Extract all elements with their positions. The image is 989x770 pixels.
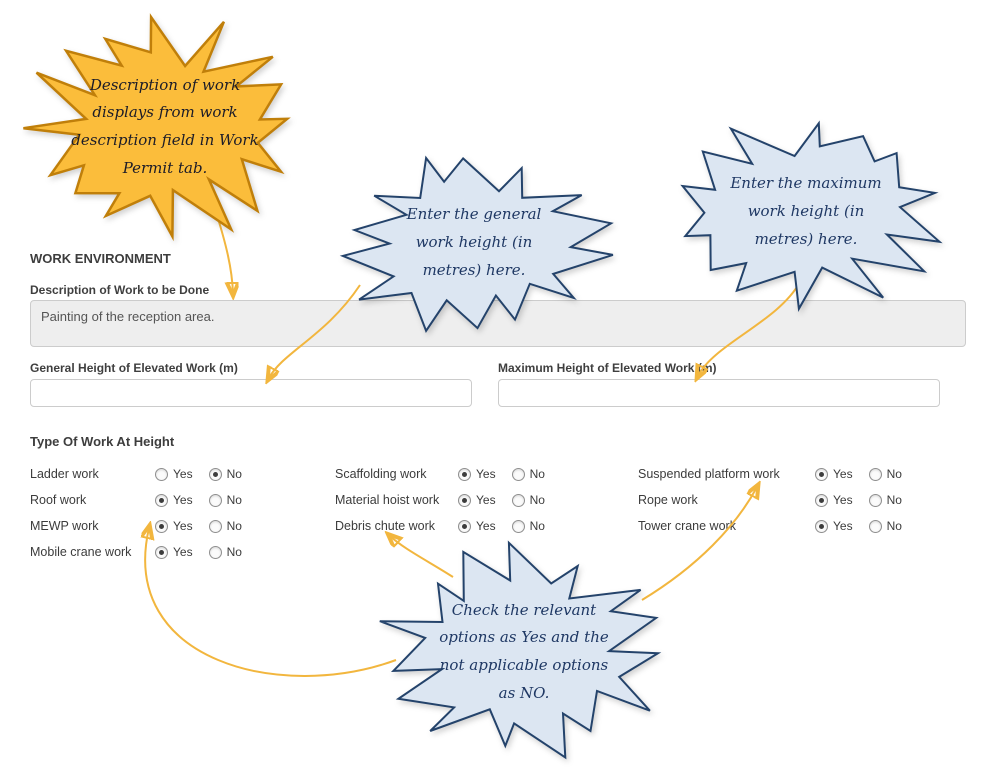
work-type-label: Roof work	[30, 493, 87, 507]
radio-no-label: No	[226, 467, 242, 481]
maximum-height-input[interactable]	[498, 379, 940, 407]
radio-no-label: No	[886, 493, 902, 507]
radio-yes[interactable]	[155, 519, 168, 533]
radio-yes-label: Yes	[173, 545, 193, 559]
work-type-label: Debris chute work	[335, 519, 436, 533]
work-type-row: Roof work Yes No	[30, 487, 242, 513]
work-type-label: Scaffolding work	[335, 467, 427, 481]
radio-yes[interactable]	[155, 493, 168, 507]
radio-no[interactable]	[511, 519, 525, 533]
work-type-row: Mobile crane work Yes No	[30, 539, 242, 565]
maximum-height-label: Maximum Height of Elevated Work (m)	[498, 361, 717, 375]
description-of-work-input: Painting of the reception area.	[30, 300, 966, 347]
yes-no-radio-group: Yes No	[458, 519, 545, 533]
work-type-label: Tower crane work	[638, 519, 736, 533]
radio-yes[interactable]	[155, 545, 168, 559]
radio-yes[interactable]	[458, 493, 471, 507]
work-environment-heading: WORK ENVIRONMENT	[30, 251, 171, 266]
yes-no-radio-group: Yes No	[155, 467, 242, 481]
radio-no[interactable]	[208, 519, 222, 533]
work-type-label: Ladder work	[30, 467, 99, 481]
radio-yes[interactable]	[458, 519, 471, 533]
general-height-input[interactable]	[30, 379, 472, 407]
radio-yes-label: Yes	[833, 493, 853, 507]
radio-yes[interactable]	[815, 467, 828, 481]
yes-no-radio-group: Yes No	[458, 467, 545, 481]
work-type-row: Ladder work Yes No	[30, 461, 242, 487]
yes-no-radio-group: Yes No	[155, 545, 242, 559]
radio-no[interactable]	[208, 493, 222, 507]
yes-no-radio-group: Yes No	[815, 519, 902, 533]
radio-yes[interactable]	[458, 467, 471, 481]
radio-yes[interactable]	[815, 519, 828, 533]
general-height-label: General Height of Elevated Work (m)	[30, 361, 238, 375]
radio-no-label: No	[529, 519, 545, 533]
radio-yes-label: Yes	[476, 467, 496, 481]
work-type-label: MEWP work	[30, 519, 99, 533]
radio-no[interactable]	[868, 519, 882, 533]
radio-no-label: No	[226, 493, 242, 507]
radio-no[interactable]	[208, 545, 222, 559]
radio-no-label: No	[886, 467, 902, 481]
work-type-row: Suspended platform work Yes No	[638, 461, 902, 487]
radio-no-label: No	[226, 519, 242, 533]
radio-no[interactable]	[511, 493, 525, 507]
work-type-row: Material hoist work Yes No	[335, 487, 545, 513]
work-type-label: Mobile crane work	[30, 545, 132, 559]
radio-yes[interactable]	[815, 493, 828, 507]
radio-no-label: No	[529, 493, 545, 507]
radio-no[interactable]	[208, 467, 222, 481]
radio-yes-label: Yes	[833, 467, 853, 481]
work-type-label: Suspended platform work	[638, 467, 780, 481]
radio-yes-label: Yes	[173, 493, 193, 507]
radio-no[interactable]	[511, 467, 525, 481]
work-type-row: MEWP work Yes No	[30, 513, 242, 539]
radio-no[interactable]	[868, 467, 882, 481]
work-type-label: Rope work	[638, 493, 698, 507]
yes-no-radio-group: Yes No	[155, 493, 242, 507]
radio-yes-label: Yes	[173, 467, 193, 481]
radio-no-label: No	[226, 545, 242, 559]
radio-yes-label: Yes	[173, 519, 193, 533]
radio-yes-label: Yes	[476, 493, 496, 507]
yes-no-radio-group: Yes No	[155, 519, 242, 533]
work-type-row: Tower crane work Yes No	[638, 513, 902, 539]
description-of-work-label: Description of Work to be Done	[30, 283, 210, 297]
yes-no-radio-group: Yes No	[458, 493, 545, 507]
radio-no-label: No	[529, 467, 545, 481]
yes-no-radio-group: Yes No	[815, 467, 902, 481]
radio-yes[interactable]	[155, 467, 168, 481]
yes-no-radio-group: Yes No	[815, 493, 902, 507]
radio-no-label: No	[886, 519, 902, 533]
work-type-row: Debris chute work Yes No	[335, 513, 545, 539]
radio-yes-label: Yes	[833, 519, 853, 533]
work-type-row: Rope work Yes No	[638, 487, 902, 513]
radio-yes-label: Yes	[476, 519, 496, 533]
type-of-work-heading: Type Of Work At Height	[30, 434, 175, 449]
work-type-label: Material hoist work	[335, 493, 440, 507]
radio-no[interactable]	[868, 493, 882, 507]
work-type-row: Scaffolding work Yes No	[335, 461, 545, 487]
